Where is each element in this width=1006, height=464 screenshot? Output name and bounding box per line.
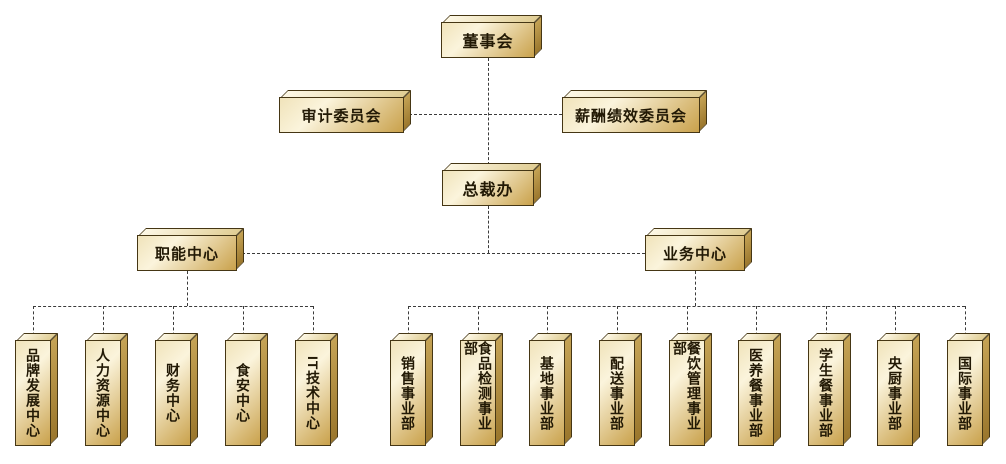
connector-line [488, 206, 489, 253]
node-label: 食品检测事业部 [463, 341, 493, 431]
dept-international: 国际事业部 [947, 340, 983, 446]
connector-line [478, 306, 479, 341]
node-label: 学生餐事业部 [818, 348, 834, 438]
dept-sales: 销售事业部 [390, 340, 426, 446]
node-president-office: 总裁办 [442, 170, 534, 206]
dept-brand-development: 品牌发展中心 [15, 340, 51, 446]
connector-line [547, 306, 548, 341]
connector-line [103, 306, 104, 341]
node-label: 人力资源中心 [95, 348, 111, 438]
node-label: 审计委员会 [301, 107, 382, 125]
node-label: 财务中心 [165, 363, 181, 423]
dept-central-kitchen: 央厨事业部 [877, 340, 913, 446]
node-label: 薪酬绩效委员会 [574, 107, 687, 125]
connector-line [404, 114, 562, 115]
connector-line [243, 306, 244, 341]
node-label: 基地事业部 [539, 355, 555, 431]
connector-line [33, 306, 34, 341]
connector-line [895, 306, 896, 341]
node-label: 国际事业部 [957, 355, 973, 431]
node-audit-committee: 审计委员会 [279, 97, 404, 133]
dept-student-meals: 学生餐事业部 [808, 340, 844, 446]
node-label: 餐饮管理事业部 [672, 341, 702, 431]
dept-food-safety: 食安中心 [225, 340, 261, 446]
node-label: 品牌发展中心 [25, 348, 41, 438]
node-label: 职能中心 [154, 245, 219, 263]
connector-line [695, 271, 696, 306]
connector-line [173, 306, 174, 341]
connector-line [617, 306, 618, 341]
node-compensation-committee: 薪酬绩效委员会 [562, 97, 700, 133]
node-board: 董事会 [441, 22, 535, 58]
node-label: 央厨事业部 [887, 355, 903, 431]
node-label: 食安中心 [235, 363, 251, 423]
node-label: 销售事业部 [400, 355, 416, 431]
dept-human-resources: 人力资源中心 [85, 340, 121, 446]
dept-food-testing: 食品检测事业部 [460, 340, 496, 446]
node-label: 总裁办 [462, 182, 514, 199]
dept-medical-nutrition-catering: 医养餐事业部 [738, 340, 774, 446]
connector-line [826, 306, 827, 341]
node-business-center: 业务中心 [645, 235, 745, 271]
dept-it-technology: IT技术中心 [295, 340, 331, 446]
node-label: 董事会 [462, 34, 514, 51]
node-label: 配送事业部 [609, 355, 625, 431]
dept-catering-management: 餐饮管理事业部 [669, 340, 705, 446]
connector-line [965, 306, 966, 341]
dept-base: 基地事业部 [529, 340, 565, 446]
dept-finance: 财务中心 [155, 340, 191, 446]
connector-line [187, 271, 188, 306]
connector-line [408, 306, 409, 341]
connector-line [687, 306, 688, 341]
connector-line [408, 306, 965, 307]
dept-distribution: 配送事业部 [599, 340, 635, 446]
node-label: 业务中心 [662, 245, 727, 263]
node-label: 医养餐事业部 [748, 348, 764, 438]
connector-line [756, 306, 757, 341]
node-functional-center: 职能中心 [137, 235, 237, 271]
connector-line [313, 306, 314, 341]
connector-line [237, 253, 645, 254]
node-label: IT技术中心 [305, 355, 321, 431]
